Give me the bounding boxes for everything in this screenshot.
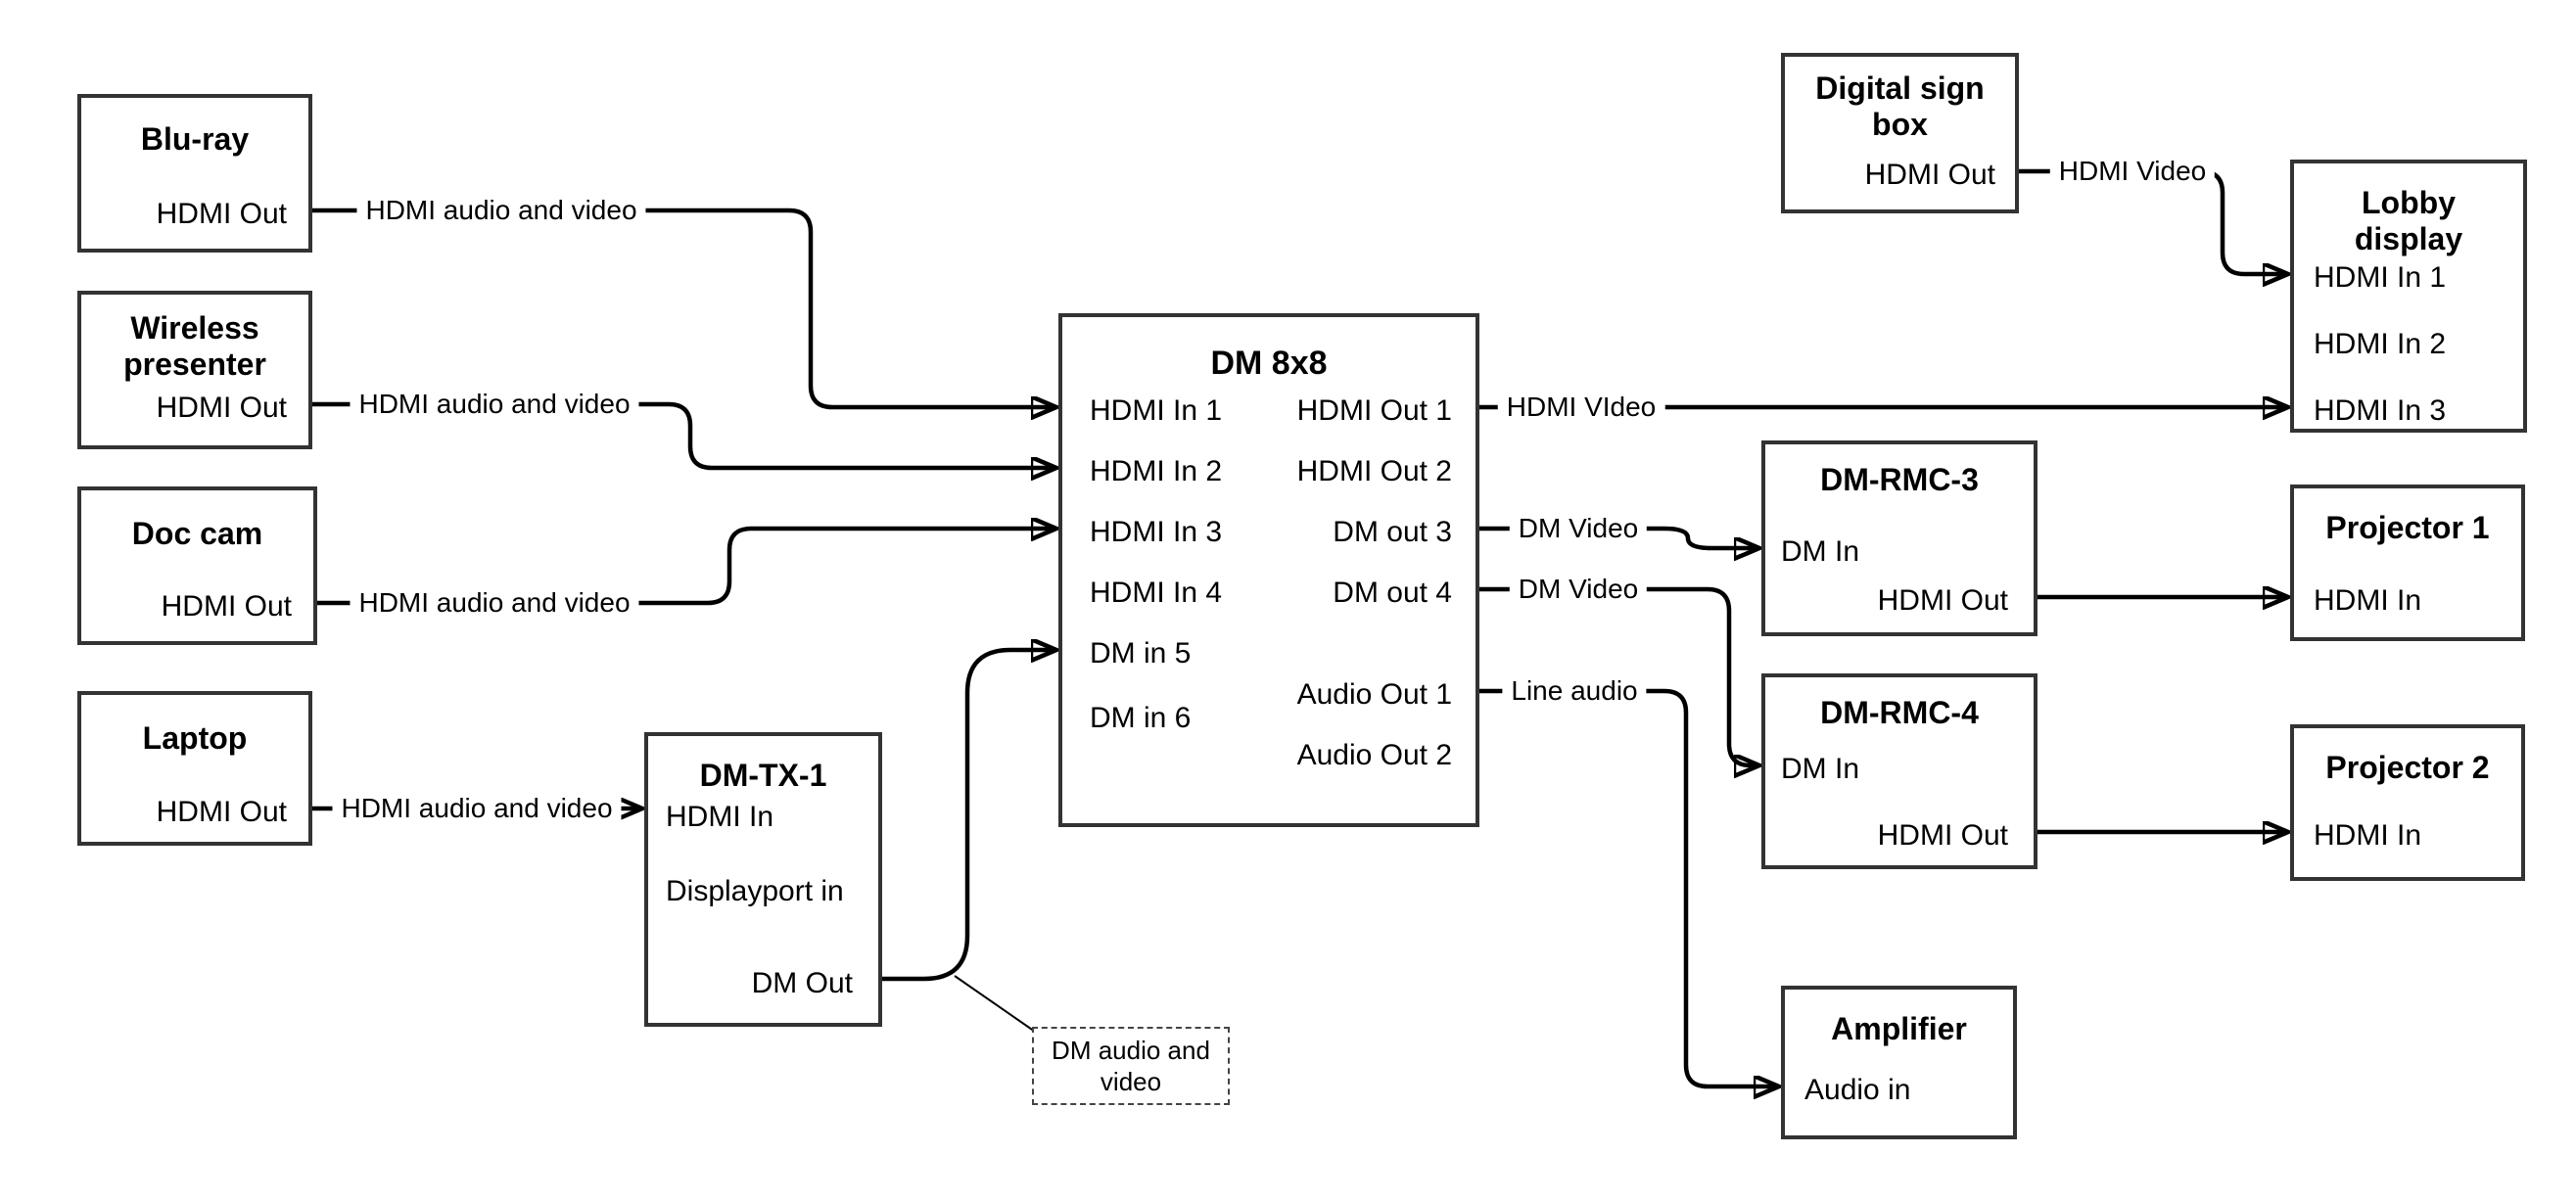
node-title: Wireless presenter	[123, 310, 266, 383]
wire-dm8x8-audioout1-to-amplifier	[1479, 688, 1777, 1086]
node-title: DM-TX-1	[699, 758, 827, 793]
port-dm8x8-hdmi-in-3: HDMI In 3	[1090, 516, 1223, 548]
port-lobby-hdmi-in-3: HDMI In 3	[2314, 394, 2447, 427]
node-title: DM-RMC-4	[1820, 695, 1979, 730]
node-amplifier: Amplifier Audio in	[1781, 986, 2017, 1139]
node-title: Projector 2	[2325, 750, 2490, 785]
wire-label-hdmi-video-long: HDMI VIdeo	[1497, 391, 1665, 424]
wire-label-wireless: HDMI audio and video	[350, 388, 639, 421]
port-rmc3-dm-in: DM In	[1781, 535, 1860, 568]
port-dm8x8-audio-out-2: Audio Out 2	[1296, 739, 1452, 771]
node-dmtx1: DM-TX-1 HDMI In Displayport in DM Out	[644, 732, 882, 1027]
node-title: DM 8x8	[1210, 345, 1328, 382]
node-projector2: Projector 2 HDMI In	[2290, 724, 2525, 881]
wire-label-laptop: HDMI audio and video	[332, 792, 622, 825]
node-title: Blu-ray	[140, 121, 250, 157]
port-dmtx1-dm-out: DM Out	[751, 967, 853, 999]
wire-label-line-audio: Line audio	[1502, 674, 1647, 708]
wire-wireless-to-dm8x8-hdmi-in-2	[312, 401, 1054, 468]
port-digitalsign-hdmi-out: HDMI Out	[1864, 159, 1995, 191]
port-bluray-hdmi-out: HDMI Out	[156, 198, 287, 230]
node-title: Digital sign box	[1815, 70, 1985, 143]
port-doccam-hdmi-out: HDMI Out	[161, 590, 292, 623]
port-projector1-hdmi-in: HDMI In	[2314, 584, 2422, 617]
node-title: Amplifier	[1831, 1011, 1967, 1046]
port-rmc3-hdmi-out: HDMI Out	[1877, 584, 2008, 617]
port-dm8x8-audio-out-1: Audio Out 1	[1296, 678, 1452, 711]
node-laptop: Laptop HDMI Out	[77, 691, 312, 846]
node-wireless-presenter: Wireless presenter HDMI Out	[77, 291, 312, 449]
node-dm8x8: DM 8x8 HDMI In 1 HDMI In 2 HDMI In 3 HDM…	[1058, 313, 1479, 827]
wire-dm8x8-dmout4-to-rmc4-dm-in	[1479, 586, 1757, 765]
port-laptop-hdmi-out: HDMI Out	[156, 796, 287, 828]
node-digital-sign-box: Digital sign box HDMI Out	[1781, 53, 2019, 213]
port-amplifier-audio-in: Audio in	[1804, 1074, 1911, 1106]
wire-label-sign-hdmi-video: HDMI Video	[2049, 155, 2216, 188]
wire-label-dm-video-3: DM Video	[1509, 512, 1648, 545]
port-lobby-hdmi-in-2: HDMI In 2	[2314, 328, 2447, 360]
node-title: Laptop	[142, 720, 248, 756]
wire-dmtx1-to-dm8x8-dm-in-5	[882, 650, 1054, 982]
port-wireless-hdmi-out: HDMI Out	[156, 392, 287, 424]
node-title: Doc cam	[131, 516, 263, 551]
node-title: Lobby display	[2354, 185, 2463, 257]
node-title: Projector 1	[2325, 510, 2490, 545]
port-dmtx1-displayport-in: Displayport in	[666, 875, 844, 907]
port-dm8x8-dm-in-5: DM in 5	[1090, 637, 1192, 670]
wire-doccam-to-dm8x8-hdmi-in-3	[312, 529, 1054, 606]
wire-label-bluray: HDMI audio and video	[356, 194, 646, 227]
port-dmtx1-hdmi-in: HDMI In	[666, 801, 774, 833]
port-dm8x8-dm-out-3: DM out 3	[1333, 516, 1452, 548]
callout-text: DM audio and video	[1052, 1035, 1210, 1097]
port-dm8x8-hdmi-in-1: HDMI In 1	[1090, 394, 1223, 427]
port-dm8x8-hdmi-out-2: HDMI Out 2	[1296, 455, 1452, 487]
callout-dm-audio-video: DM audio and video	[1032, 1027, 1230, 1105]
port-dm8x8-hdmi-out-1: HDMI Out 1	[1296, 394, 1452, 427]
port-dm8x8-dm-in-6: DM in 6	[1090, 702, 1192, 734]
port-dm8x8-hdmi-in-2: HDMI In 2	[1090, 455, 1223, 487]
port-rmc4-dm-in: DM In	[1781, 753, 1860, 785]
wire-bluray-to-dm8x8-hdmi-in-1	[312, 208, 1054, 407]
callout-leader-line	[954, 975, 1039, 1035]
port-rmc4-hdmi-out: HDMI Out	[1877, 819, 2008, 852]
node-rmc4: DM-RMC-4 DM In HDMI Out	[1761, 673, 2037, 869]
port-dm8x8-hdmi-in-4: HDMI In 4	[1090, 577, 1223, 609]
node-projector1: Projector 1 HDMI In	[2290, 485, 2525, 641]
wire-dm8x8-dmout3-to-rmc3-dm-in	[1479, 526, 1757, 548]
node-title: DM-RMC-3	[1820, 462, 1979, 497]
wire-label-dm-video-4: DM Video	[1509, 573, 1648, 606]
node-rmc3: DM-RMC-3 DM In HDMI Out	[1761, 440, 2037, 636]
port-dm8x8-dm-out-4: DM out 4	[1333, 577, 1452, 609]
port-lobby-hdmi-in-1: HDMI In 1	[2314, 261, 2447, 294]
node-lobby-display: Lobby display HDMI In 1 HDMI In 2 HDMI I…	[2290, 160, 2527, 433]
wire-label-doccam: HDMI audio and video	[350, 586, 639, 620]
node-bluray: Blu-ray HDMI Out	[77, 94, 312, 253]
port-projector2-hdmi-in: HDMI In	[2314, 819, 2422, 852]
node-doccam: Doc cam HDMI Out	[77, 486, 317, 645]
